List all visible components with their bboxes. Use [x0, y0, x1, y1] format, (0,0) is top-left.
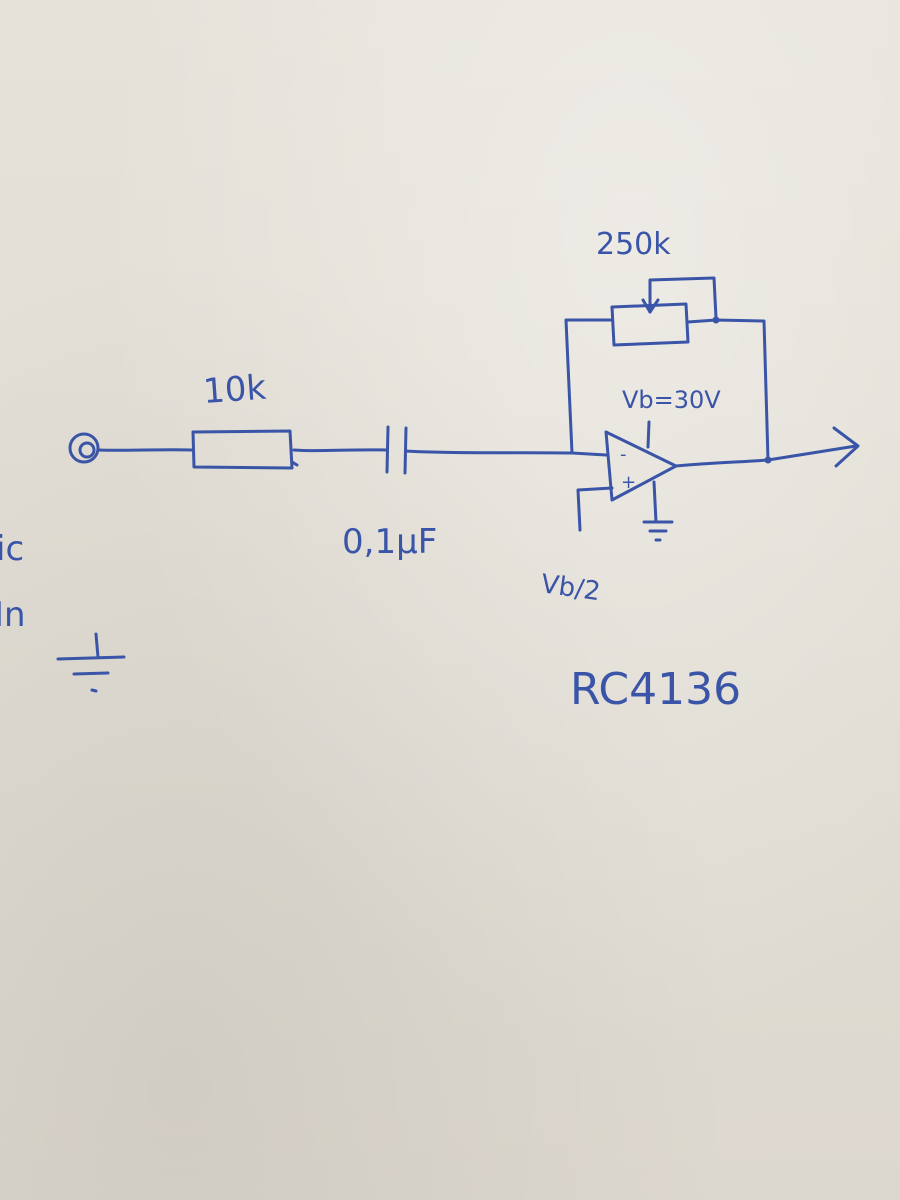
potentiometer-value-label: 250k	[596, 227, 671, 262]
inverting-sign: -	[620, 444, 627, 465]
ic-part-label: RC4136	[570, 664, 741, 715]
feedback-potentiometer	[610, 276, 718, 347]
input-resistor	[191, 429, 299, 470]
wire-output	[674, 444, 858, 468]
opamp-symbol	[604, 420, 678, 542]
non-inverting-sign: +	[621, 472, 636, 493]
bias-voltage-label: Vb/2	[539, 569, 602, 607]
supply-voltage-label: Vb=30V	[622, 386, 721, 414]
wire-c-to-opamp	[404, 449, 608, 457]
input-capacitor	[385, 425, 408, 475]
resistor-value-label: 10k	[202, 368, 268, 412]
output-arrow	[832, 426, 860, 468]
wire-input	[96, 448, 194, 452]
junction-dot	[712, 316, 720, 324]
wire-feedback-left	[564, 318, 614, 455]
capacitor-value-label: 0,1µF	[342, 522, 437, 562]
wire-bias	[576, 486, 614, 532]
wire-feedback-right	[686, 318, 770, 462]
input-ground-symbol	[56, 632, 126, 693]
wire-r-to-c	[292, 448, 388, 453]
input-label-line1: ic	[0, 529, 24, 569]
input-label-line2: In	[0, 595, 26, 635]
input-jack	[68, 432, 100, 464]
